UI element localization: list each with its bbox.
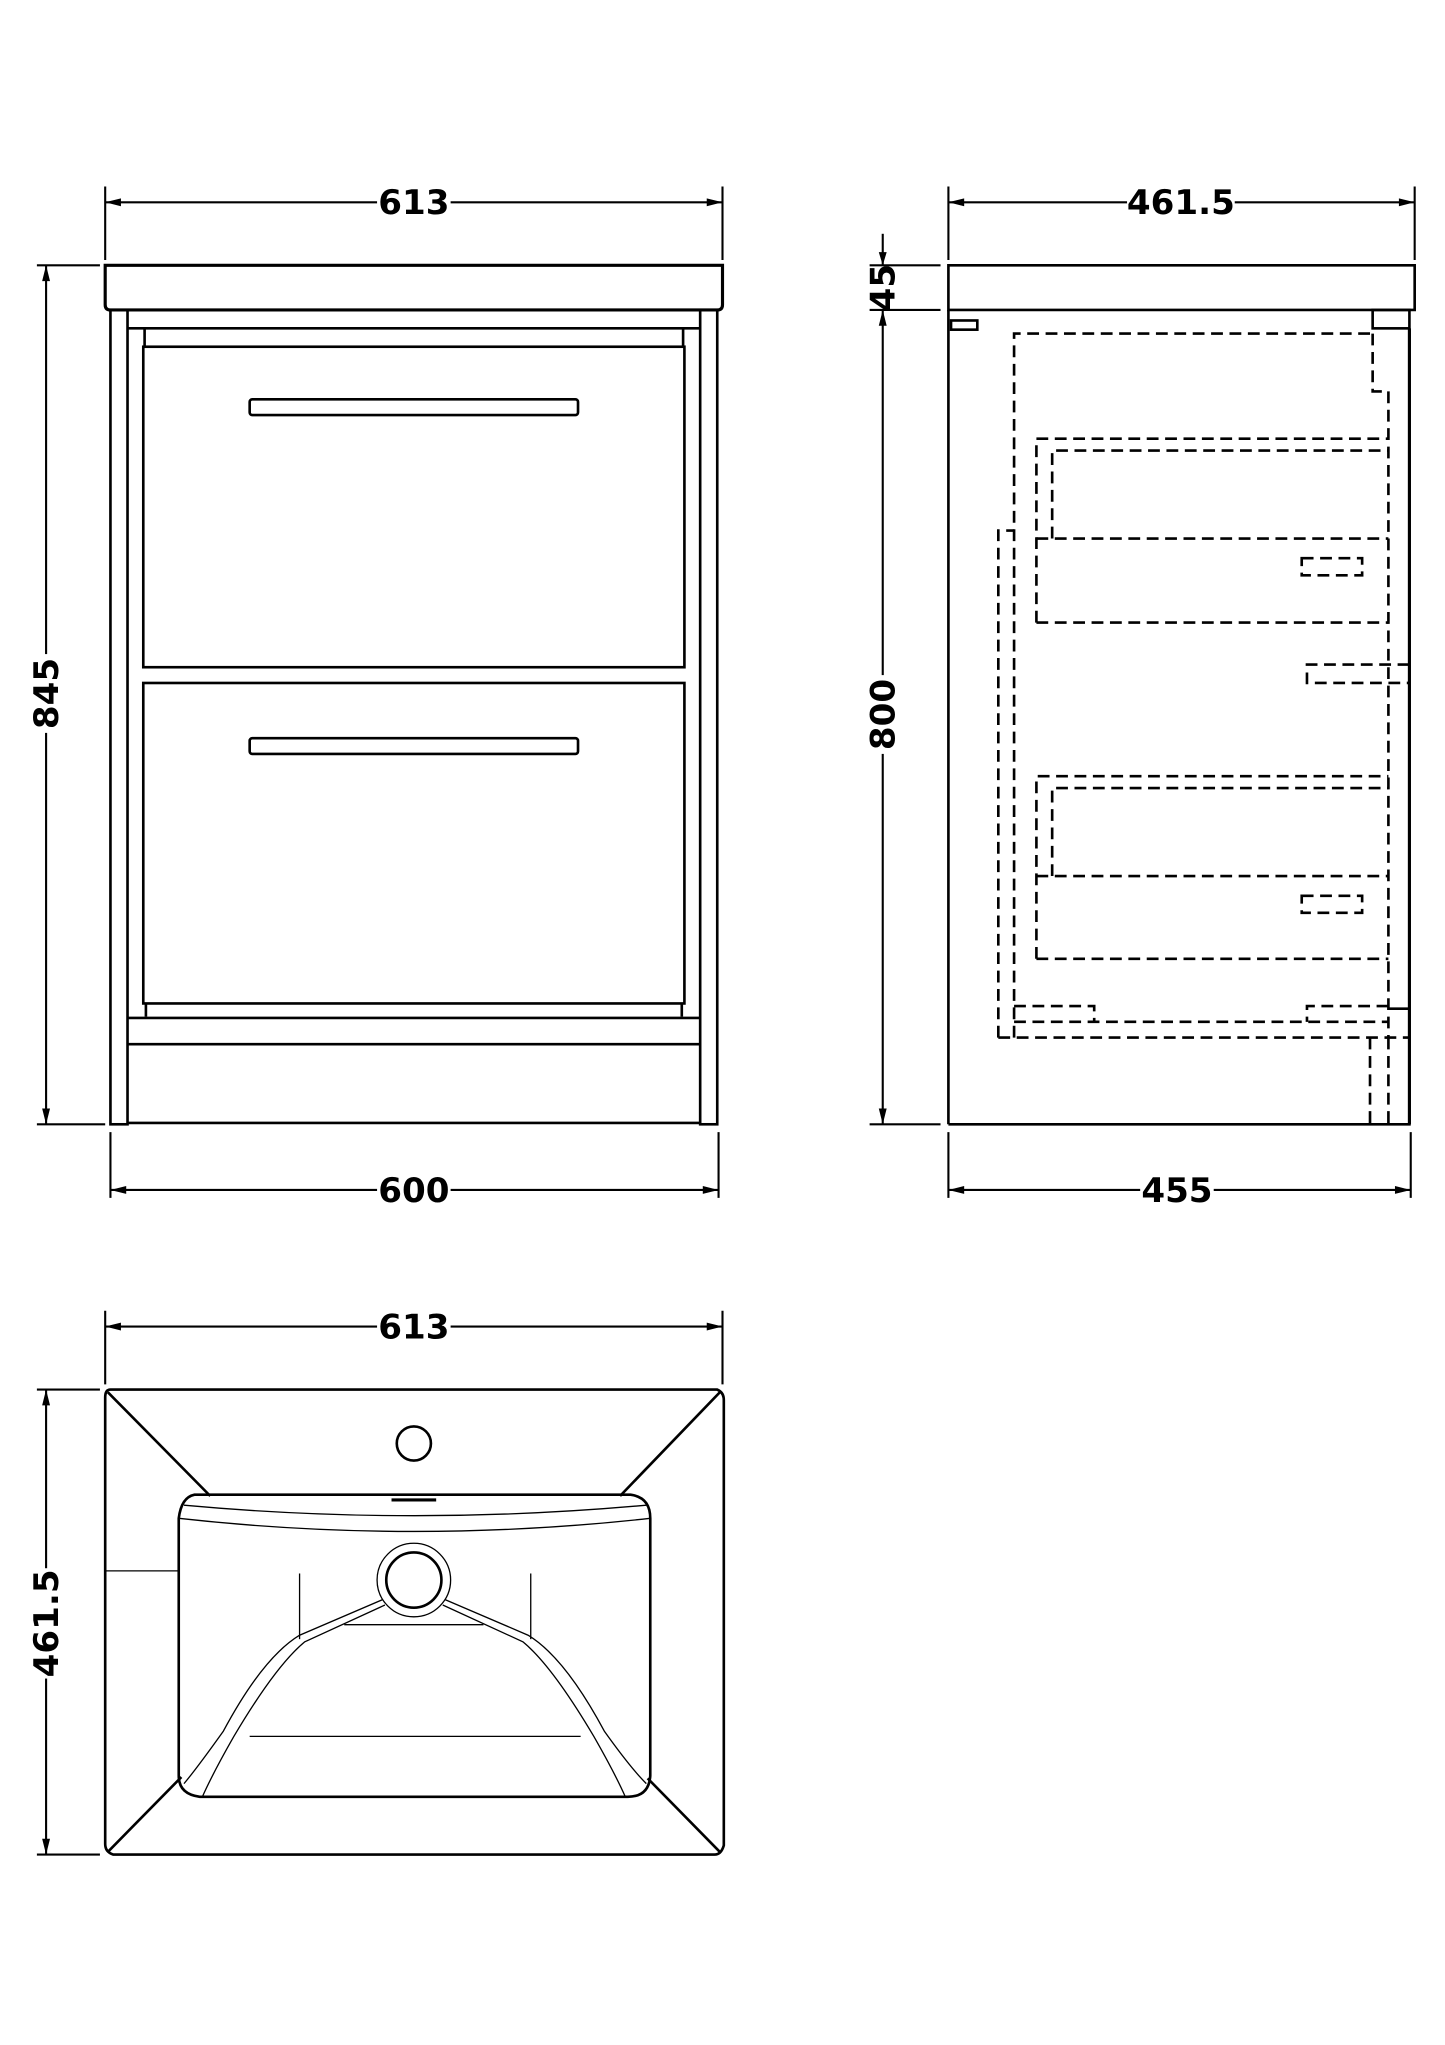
dim-side-depth-bottom: 455 <box>947 1132 1412 1211</box>
dim-side-depth-top: 461.5 <box>947 181 1416 261</box>
side-height-label: 800 <box>864 679 904 750</box>
dim-front-height: 845 <box>26 264 106 1126</box>
side-depth-bottom-label: 455 <box>1141 1171 1212 1211</box>
front-width-top-label: 613 <box>378 183 449 223</box>
side-label-tag <box>949 319 979 331</box>
front-drawer-2-handle <box>248 736 580 756</box>
side-depth-top-label: 461.5 <box>1127 183 1235 223</box>
front-drawer-1 <box>141 345 686 669</box>
plan-view: 613 461.5 <box>26 1305 726 1856</box>
basin-outer-rim <box>103 1388 726 1856</box>
side-view: 461.5 455 45 800 <box>863 181 1416 1211</box>
front-width-bottom-label: 600 <box>378 1171 449 1211</box>
front-left-leg <box>109 308 129 1126</box>
plan-width-label: 613 <box>378 1307 449 1347</box>
basin-tap-hole <box>395 1425 433 1462</box>
side-top-thickness-label: 45 <box>864 264 904 312</box>
dim-side-height: 800 <box>863 309 941 1126</box>
front-drawer-1-handle <box>248 397 580 417</box>
basin-waste-outer <box>376 1542 452 1618</box>
dim-front-width-top: 613 <box>104 181 724 261</box>
dim-front-width-bottom: 600 <box>109 1132 720 1211</box>
dim-side-top-thickness: 45 <box>864 233 941 312</box>
basin-waste-inner <box>384 1551 443 1609</box>
basin-bowl <box>177 1493 652 1799</box>
front-drawer-2 <box>141 681 686 1005</box>
front-countertop <box>103 263 725 312</box>
dim-plan-width: 613 <box>104 1305 724 1385</box>
front-right-leg <box>698 308 719 1126</box>
front-view: 613 600 845 <box>26 181 725 1211</box>
front-height-label: 845 <box>27 658 67 729</box>
dim-plan-depth: 461.5 <box>26 1388 100 1856</box>
plan-depth-label: 461.5 <box>27 1569 67 1677</box>
side-countertop <box>947 263 1416 312</box>
